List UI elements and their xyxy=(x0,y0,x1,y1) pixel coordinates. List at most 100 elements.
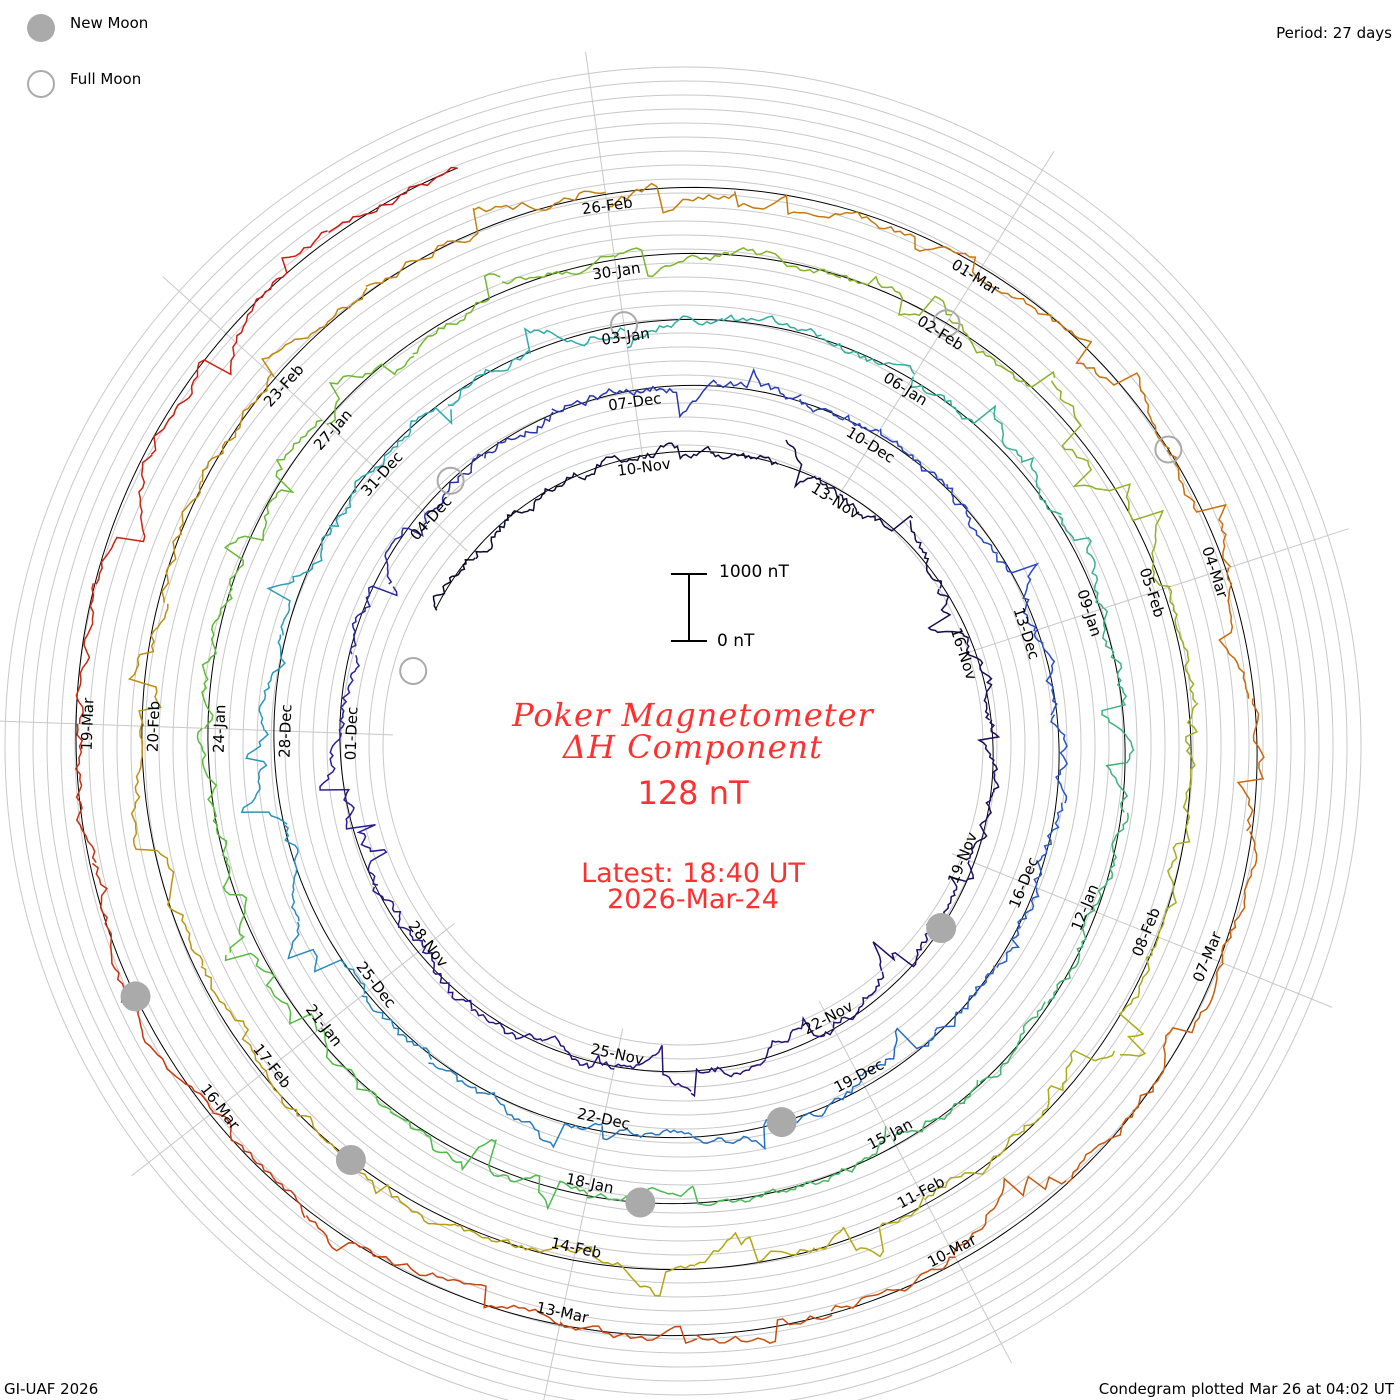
baseline-spiral xyxy=(75,167,1258,1337)
dh-trace-segment xyxy=(841,274,952,317)
dh-trace-segment xyxy=(996,887,1040,968)
footer-credit: GI-UAF 2026 xyxy=(4,1380,99,1398)
dh-trace-segment xyxy=(212,1112,306,1219)
dh-trace-segment xyxy=(328,166,458,234)
date-label: 18-Jan xyxy=(564,1170,615,1198)
dh-trace-segment xyxy=(1118,936,1160,1057)
dh-trace-segment xyxy=(910,376,1003,430)
dh-trace-segment xyxy=(601,1125,693,1141)
dh-trace-segment xyxy=(1023,1049,1116,1133)
scale-bottom-label: 0 nT xyxy=(717,631,755,651)
grid-circle xyxy=(172,234,1194,1256)
grid-circle xyxy=(326,388,1040,1102)
dh-trace-segment xyxy=(1067,1080,1158,1183)
dh-trace-segment xyxy=(1156,962,1224,1082)
grid-circle xyxy=(382,444,984,1046)
dh-trace-segment xyxy=(425,453,484,515)
grid-circle xyxy=(32,94,1334,1396)
date-label: 20-Feb xyxy=(144,701,164,753)
dh-trace-segment xyxy=(470,1009,544,1042)
dh-trace-segment xyxy=(501,255,615,285)
dh-trace-segment xyxy=(798,1126,887,1188)
dh-trace-segment xyxy=(966,792,994,861)
dh-trace-segment xyxy=(1047,910,1094,1005)
dh-trace-segment xyxy=(691,1115,782,1151)
dh-trace-segment xyxy=(130,725,157,852)
dh-trace-segment xyxy=(389,1110,496,1172)
dh-trace-segment xyxy=(235,230,328,343)
dh-trace-segment xyxy=(196,727,222,839)
dh-trace-segment xyxy=(326,355,415,426)
dh-trace-segment xyxy=(858,1027,937,1077)
dh-trace-segment xyxy=(428,1062,509,1116)
footer-plotted: Condegram plotted Mar 26 at 04:02 UT xyxy=(1098,1380,1394,1398)
grid-circle xyxy=(368,430,998,1060)
current-value: 128 nT xyxy=(637,774,749,812)
dh-trace-segment xyxy=(1236,698,1265,832)
dh-trace-segment xyxy=(412,273,501,355)
dh-trace-segment xyxy=(559,1321,698,1345)
grid-circle xyxy=(88,150,1278,1340)
dh-trace-segment xyxy=(577,454,643,481)
dh-trace-segment xyxy=(321,467,376,548)
grid-spoke xyxy=(131,923,455,1177)
dh-trace-segment xyxy=(934,965,995,1032)
full-moon-marker xyxy=(399,657,428,686)
dh-trace-segment xyxy=(694,1231,816,1266)
dh-trace-segment xyxy=(946,484,999,555)
dh-trace-segment xyxy=(432,1272,561,1326)
full-moon-marker xyxy=(609,311,638,340)
dh-trace-segment xyxy=(710,452,779,466)
dh-trace-segment xyxy=(614,1044,692,1092)
date-label: 10-Dec xyxy=(843,423,898,467)
dh-trace-segment xyxy=(161,481,202,603)
dh-trace-segment xyxy=(979,1001,1046,1084)
dh-trace-segment xyxy=(953,1175,1067,1255)
grid-circle xyxy=(4,66,1362,1400)
dh-trace-segment xyxy=(607,182,735,214)
dh-trace-segment xyxy=(217,515,268,618)
grid-spoke xyxy=(162,276,468,552)
full-moon-legend-icon xyxy=(27,70,55,98)
new-moon-marker xyxy=(120,981,151,1012)
grid-circle xyxy=(144,206,1222,1284)
dh-trace-segment xyxy=(1050,380,1103,491)
dh-trace-segment xyxy=(372,886,425,948)
dh-trace-segment xyxy=(1050,714,1068,804)
dh-trace-segment xyxy=(349,585,398,655)
dh-trace-segment xyxy=(240,729,288,825)
dh-trace-segment xyxy=(690,1059,766,1098)
new-moon-marker xyxy=(625,1187,656,1218)
dh-trace-segment xyxy=(976,719,1001,793)
dh-trace-segment xyxy=(91,862,125,1003)
dh-trace-segment xyxy=(696,1314,833,1345)
dh-trace-segment xyxy=(1221,831,1258,964)
grid-circle xyxy=(186,248,1180,1242)
dh-trace-segment xyxy=(283,824,300,922)
dh-trace-segment xyxy=(74,723,97,864)
dh-trace-segment xyxy=(258,634,286,731)
dh-trace-segment xyxy=(421,945,473,1010)
dh-trace-segment xyxy=(522,471,579,514)
dh-trace-segment xyxy=(815,1196,924,1258)
dh-trace-segment xyxy=(764,1016,835,1060)
date-label: 13-Nov xyxy=(808,479,863,523)
new-moon-marker xyxy=(926,913,957,944)
dh-trace-segment xyxy=(1058,515,1105,609)
dh-trace-segment xyxy=(820,337,916,375)
dh-trace-segment xyxy=(1033,802,1064,888)
dh-trace-segment xyxy=(361,995,433,1060)
dh-trace-segment xyxy=(287,921,366,994)
dh-trace-segment xyxy=(507,1113,603,1149)
dh-trace-segment xyxy=(265,1070,351,1162)
dh-trace-segment xyxy=(1167,586,1197,704)
dh-trace-segment xyxy=(1102,483,1171,588)
dh-trace-segment xyxy=(220,836,248,953)
grid-circle xyxy=(46,108,1320,1382)
grid-circle xyxy=(284,346,1082,1144)
dh-trace-segment xyxy=(893,1079,979,1142)
date-label: 01-Dec xyxy=(342,706,362,760)
dh-trace-segment xyxy=(574,1245,696,1297)
dh-trace-segment xyxy=(927,588,970,653)
grid-spoke xyxy=(836,151,1055,500)
